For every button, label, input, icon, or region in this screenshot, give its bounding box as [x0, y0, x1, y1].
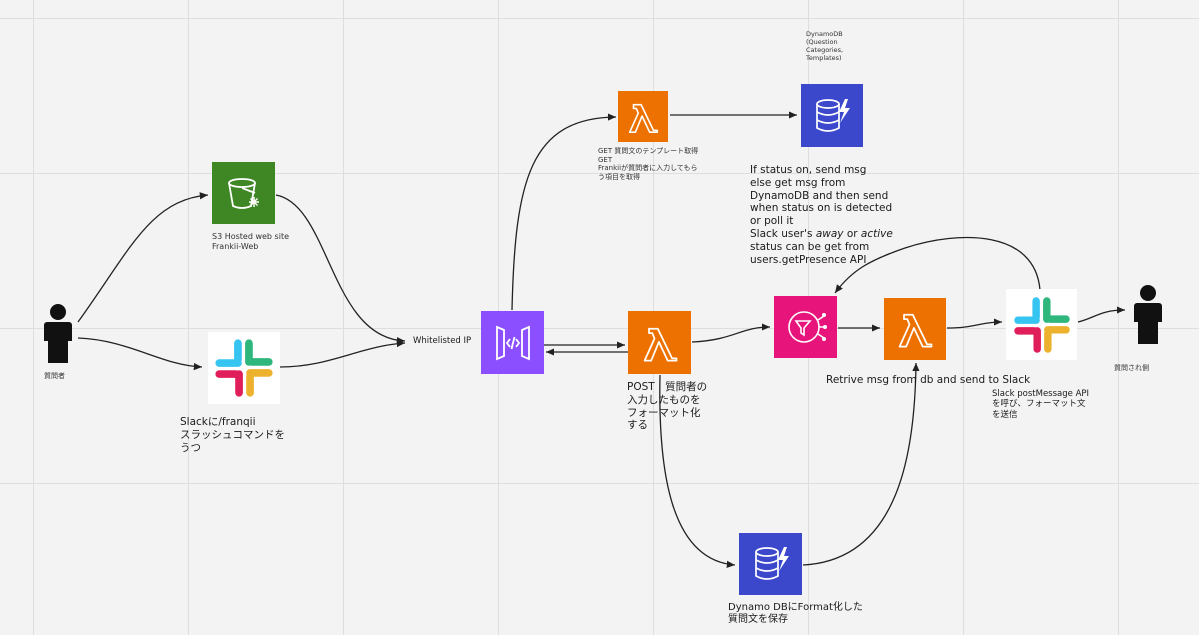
person-icon — [1134, 285, 1162, 344]
lambda-get-node[interactable] — [618, 91, 668, 142]
status-note-tail: status can be get from users.getPresence… — [750, 240, 870, 266]
dynamo-bottom-node[interactable] — [739, 533, 802, 595]
s3-node[interactable] — [212, 162, 275, 224]
lambda-icon — [643, 327, 677, 361]
person-icon — [44, 304, 72, 363]
edge-gateway-to-lambda-get — [511, 113, 617, 311]
sns-node[interactable] — [774, 296, 837, 358]
lambda-post-node[interactable] — [628, 311, 691, 374]
api-gateway-icon — [495, 325, 530, 360]
slack-right-label: Slack postMessage API を呼び、フォーマット文 を送信 — [992, 389, 1090, 420]
edge-questioner-to-s3 — [77, 192, 209, 323]
answerer-node — [1128, 283, 1168, 345]
answerer-label: 質問され側 — [1114, 364, 1149, 372]
status-note-active: active — [860, 227, 893, 240]
slack-logo-icon — [1013, 296, 1070, 353]
lambda-icon — [898, 313, 933, 348]
s3-bucket-icon — [227, 178, 259, 209]
edge-slack-to-sns — [834, 236, 1041, 294]
sns-icon — [787, 311, 827, 343]
dynamo-bottom-label: Dynamo DBにFormat化した 質問文を保存 — [728, 602, 863, 626]
edge-lambda-post-to-sns — [691, 323, 771, 343]
lambda-send-label: Retrive msg from db and send to Slack — [826, 374, 1031, 386]
gateway-node[interactable] — [481, 311, 544, 374]
slack-right-node[interactable] — [1006, 289, 1077, 360]
slack-logo-icon — [215, 339, 273, 397]
edge-dynamo-bottom-to-lambda-send — [802, 362, 920, 566]
status-note: If status on, send msg else get msg from… — [750, 164, 893, 266]
status-note-text: If status on, send msg else get msg from… — [750, 164, 893, 240]
gateway-label: Whitelisted IP — [413, 336, 472, 346]
slack-left-label: Slackに/franqii スラッシュコマンドを うつ — [180, 416, 285, 454]
lambda-icon — [628, 103, 659, 133]
edge-s3-to-gateway — [275, 194, 406, 345]
dynamodb-icon — [754, 547, 789, 580]
lambda-post-label: POST 質問者の 入力したものを フォーマット化 する — [627, 381, 708, 432]
questioner-node — [38, 302, 78, 364]
lambda-get-label: GET 質問文のテンプレート取得 GET Frankiiが質問者に入力してもら … — [598, 147, 699, 181]
edge-lambda-send-to-slack — [946, 318, 1003, 329]
edge-slack-to-answerer — [1077, 306, 1126, 323]
lambda-send-node[interactable] — [884, 298, 946, 360]
status-note-away: away — [815, 227, 844, 240]
edge-lambda-post-to-dynamo-bottom — [659, 374, 736, 568]
edge-slack-to-gateway — [279, 339, 406, 368]
edge-questioner-to-slack — [77, 337, 203, 371]
status-note-or: or — [843, 227, 861, 240]
slack-left-node[interactable] — [208, 332, 280, 404]
dynamo-top-node[interactable] — [801, 84, 863, 147]
questioner-label: 質問者 — [44, 372, 65, 380]
s3-label: S3 Hosted web site Frankii-Web — [212, 232, 290, 251]
dynamo-top-label: DynamoDB (Question Categories, Templates… — [806, 30, 844, 62]
dynamodb-icon — [816, 98, 850, 132]
